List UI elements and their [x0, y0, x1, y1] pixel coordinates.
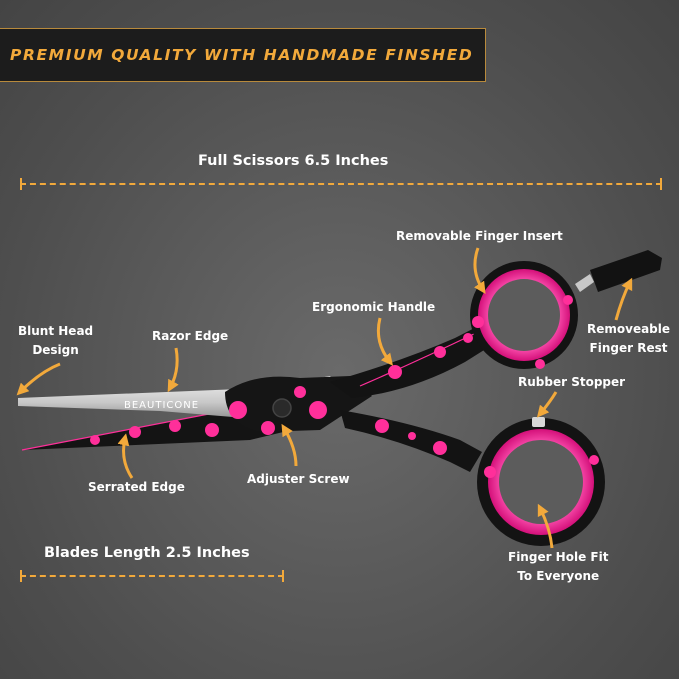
finger-hole-line-2: To Everyone	[517, 569, 600, 583]
adjuster-screw-head	[272, 398, 292, 418]
serrated-edge-label: Serrated Edge	[88, 480, 185, 494]
blade-length-line	[20, 570, 284, 582]
removable-insert-label: Removable Finger Insert	[396, 229, 563, 243]
blunt-head-line-2: Design	[32, 343, 79, 357]
blunt-head-label: Blunt Head Design	[18, 322, 93, 360]
banner-title: PREMIUM QUALITY WITH HANDMADE FINSHED	[10, 46, 474, 64]
pivot-body	[225, 376, 372, 435]
full-length-label: Full Scissors 6.5 Inches	[198, 153, 389, 169]
lower-handle	[340, 410, 482, 472]
upper-handle	[330, 320, 500, 398]
rubber-stopper-label: Rubber Stopper	[518, 375, 626, 389]
ergonomic-handle-label: Ergonomic Handle	[312, 300, 436, 314]
finger-hole-line-1: Finger Hole Fit	[508, 550, 609, 564]
finger-hole-label: Finger Hole Fit To Everyone	[508, 548, 608, 586]
full-length-line	[20, 178, 662, 190]
finger-rest-label: Removeable Finger Rest	[587, 320, 670, 358]
callout-arrows	[16, 247, 633, 549]
rubber-stopper	[532, 417, 545, 427]
finger-rest-line-1: Removeable	[587, 322, 671, 336]
brand-engraving: BEAUTICONE	[124, 400, 199, 411]
finger-rest-line-2: Finger Rest	[589, 341, 668, 355]
lower-finger-ring	[477, 418, 605, 546]
adjuster-screw-label: Adjuster Screw	[247, 472, 350, 486]
blunt-head-line-1: Blunt Head	[18, 324, 94, 338]
title-banner: PREMIUM QUALITY WITH HANDMADE FINSHED	[0, 28, 486, 82]
finger-rest	[575, 250, 662, 292]
upper-finger-ring	[470, 261, 578, 369]
razor-edge-label: Razor Edge	[152, 329, 229, 343]
blade-length-label: Blades Length 2.5 Inches	[44, 545, 250, 561]
